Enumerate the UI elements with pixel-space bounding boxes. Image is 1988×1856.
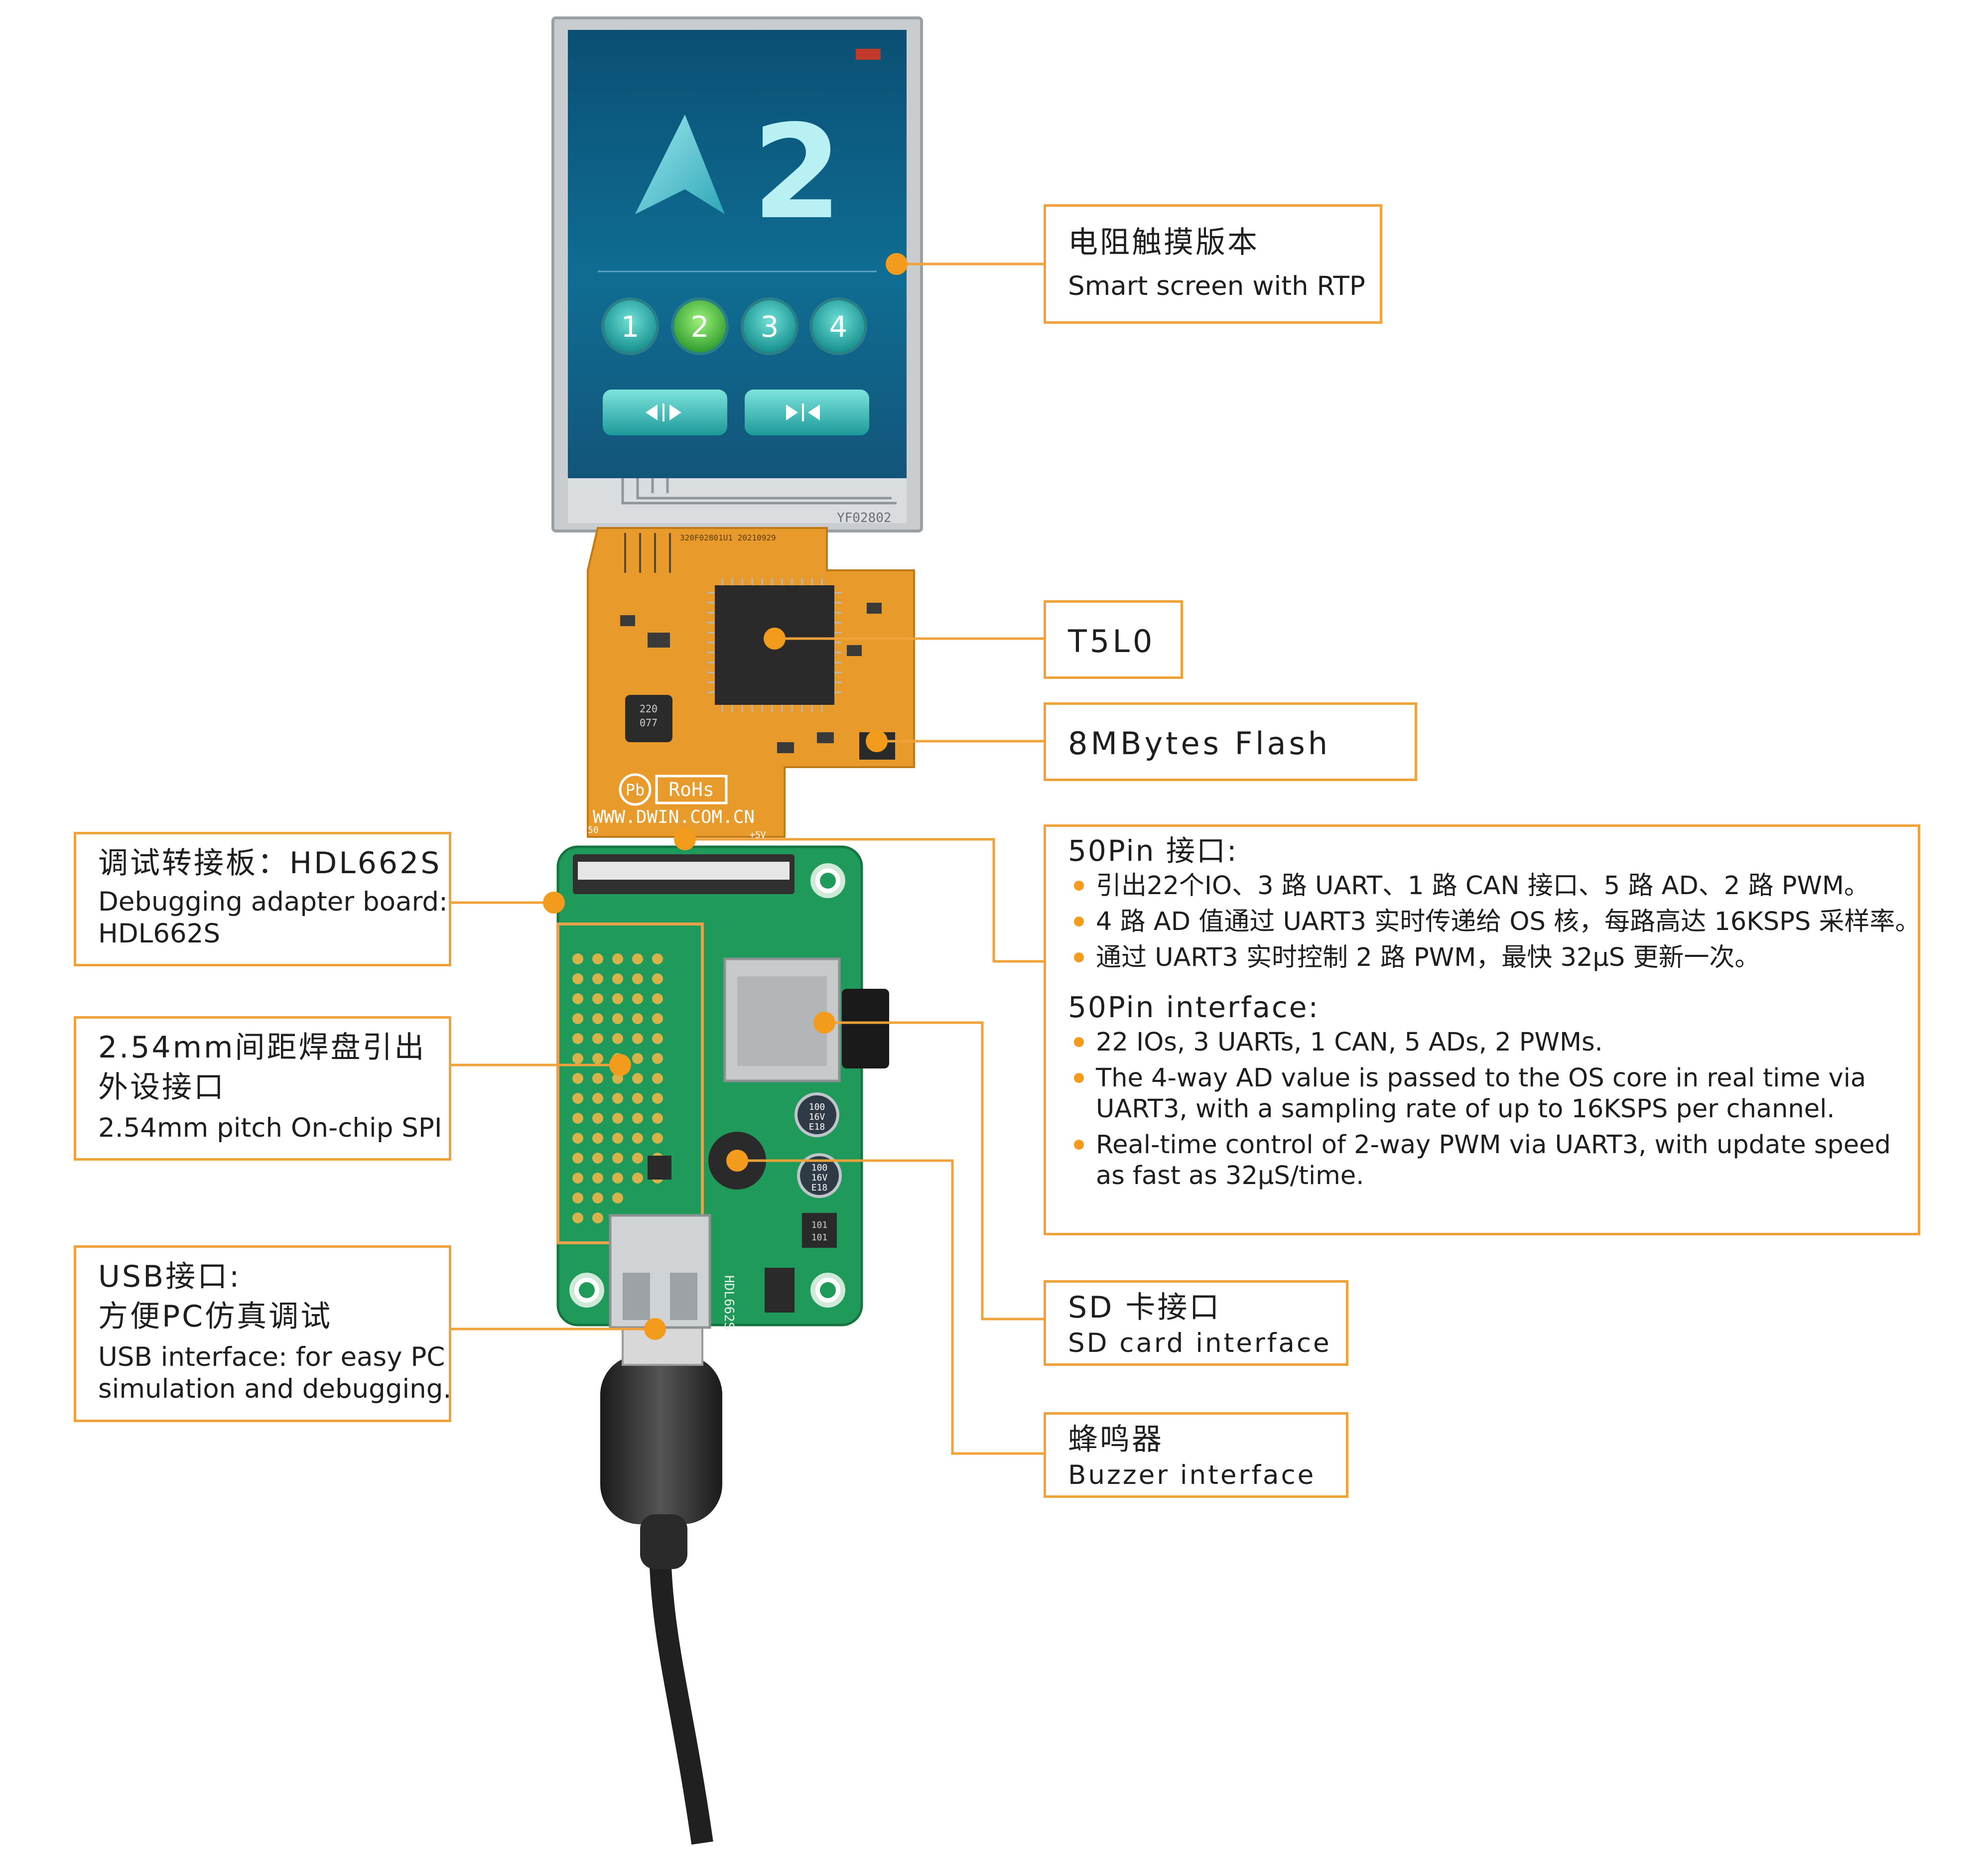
callout-50pin-en-list: 22 IOs, 3 UARTs, 1 CAN, 5 ADs, 2 PWMs. T… xyxy=(1068,1027,1896,1192)
callout-50pin-zh-title: 50Pin 接口: xyxy=(1068,834,1238,868)
callout-usb-zh-2: 方便PC仿真调试 xyxy=(98,1299,333,1334)
capacitor-1 xyxy=(795,1092,839,1137)
fpc-url-label: WWW.DWIN.COM.CN xyxy=(593,807,755,827)
pb-mark-icon xyxy=(619,773,652,806)
touch-screen: 1 2 3 4 xyxy=(551,16,923,532)
callout-50pin-en-item: 22 IOs, 3 UARTs, 1 CAN, 5 ADs, 2 PWMs. xyxy=(1068,1027,1896,1058)
screen-model-label: YF02802 xyxy=(837,511,892,526)
callout-50pin-en-item: The 4-way AD value is passed to the OS c… xyxy=(1068,1063,1896,1125)
floor-buttons: 1 2 3 4 xyxy=(601,297,867,355)
capacitor-1-label-3: E18 xyxy=(809,1122,825,1132)
callout-flash: 8MBytes Flash xyxy=(1044,702,1417,781)
capacitor-2 xyxy=(797,1153,842,1198)
inductor-label-2: 077 xyxy=(640,717,658,729)
leader-50pin xyxy=(685,838,1044,963)
rohs-mark-label: RoHs xyxy=(668,779,714,800)
callout-t5l0-label: T5L0 xyxy=(1068,623,1156,660)
callout-debug-board-zh: 调试转接板：HDL662S xyxy=(98,846,442,881)
callout-rtp-en: Smart screen with RTP xyxy=(1068,271,1365,301)
solder-pads xyxy=(572,953,663,1223)
board-inductor-label-1: 101 xyxy=(811,1220,828,1230)
leader-buzzer xyxy=(737,1159,1044,1455)
floor-button-3 xyxy=(741,297,798,355)
callout-sd: SD 卡接口 SD card interface xyxy=(1044,1280,1348,1366)
callout-50pin-en-title: 50Pin interface: xyxy=(1068,990,1320,1024)
floor-button-2 xyxy=(671,297,729,355)
callout-pitch: 2.54mm间距焊盘引出 外设接口 2.54mm pitch On-chip S… xyxy=(74,1016,451,1161)
board-inductor-label-2: 101 xyxy=(811,1232,828,1243)
adapter-board: 100 16V E18 100 16V E18 101 101 HDL662S xyxy=(556,845,889,1330)
callout-sd-en: SD card interface xyxy=(1068,1328,1331,1358)
callout-50pin-en-item: Real-time control of 2-way PWM via UART3… xyxy=(1068,1130,1896,1192)
callout-usb: USB接口: 方便PC仿真调试 USB interface: for easy … xyxy=(74,1245,451,1422)
floor-button-1 xyxy=(601,297,659,355)
dwin-logo-icon xyxy=(856,49,881,60)
leader-sd xyxy=(824,1021,1044,1321)
callout-pitch-zh-2: 外设接口 xyxy=(98,1070,226,1105)
leader-lines xyxy=(448,263,1044,1455)
floor-button-1-label: 1 xyxy=(621,310,640,344)
floor-button-4 xyxy=(809,297,867,355)
capacitor-2-label-1: 100 xyxy=(811,1163,828,1173)
callout-pitch-zh-1: 2.54mm间距焊盘引出 xyxy=(98,1030,426,1065)
fpc-5v-label: +5V xyxy=(750,830,766,840)
capacitor-2-label-3: E18 xyxy=(811,1183,828,1193)
callout-buzzer-zh: 蜂鸣器 xyxy=(1068,1422,1164,1457)
floor-number-display: 2 xyxy=(752,98,842,248)
floor-button-2-label: 2 xyxy=(691,310,709,344)
sd-card xyxy=(842,989,889,1068)
callout-rtp-zh: 电阻触摸版本 xyxy=(1068,225,1259,260)
callout-sd-zh: SD 卡接口 xyxy=(1068,1290,1221,1325)
capacitor-1-label-1: 100 xyxy=(809,1102,825,1112)
board-inductor xyxy=(802,1213,837,1248)
fpc-date-label: 320F02801U1 20210929 xyxy=(680,533,776,542)
callout-t5l0: T5L0 xyxy=(1044,600,1183,679)
callout-usb-en-2: simulation and debugging. xyxy=(98,1374,452,1404)
door-close-icon xyxy=(786,403,820,421)
fpc-pin50-label: 50 xyxy=(588,825,599,835)
callout-usb-en-1: USB interface: for easy PC xyxy=(98,1342,445,1372)
rohs-mark-icon xyxy=(655,775,728,804)
callout-50pin-zh-item: 通过 UART3 实时控制 2 路 PWM，最快 32μS 更新一次。 xyxy=(1068,942,1896,973)
leader-dots xyxy=(543,253,908,1340)
capacitor-2-label-2: 16V xyxy=(811,1173,828,1183)
callout-debug-board-en-1: Debugging adapter board: xyxy=(98,887,448,917)
floor-button-4-label: 4 xyxy=(829,310,848,344)
pb-mark-label: Pb xyxy=(626,781,645,799)
inductor-label-1: 220 xyxy=(640,703,658,715)
callout-50pin: 50Pin 接口: 引出22个IO、3 路 UART、1 路 CAN 接口、5 … xyxy=(1044,824,1920,1235)
door-open-icon xyxy=(646,403,681,421)
fpc-board: 320F02801U1 20210929 220 077 xyxy=(587,527,915,840)
board-silk-name: HDL662S xyxy=(721,1275,736,1330)
up-arrow-icon xyxy=(635,115,725,214)
capacitor-1-label-2: 16V xyxy=(809,1112,825,1122)
door-close-button xyxy=(745,390,869,435)
callout-buzzer: 蜂鸣器 Buzzer interface xyxy=(1044,1412,1348,1498)
callout-debug-board-en-2: HDL662S xyxy=(98,919,220,949)
callout-usb-zh-1: USB接口: xyxy=(98,1259,242,1294)
callout-50pin-zh-item: 引出22个IO、3 路 UART、1 路 CAN 接口、5 路 AD、2 路 P… xyxy=(1068,871,1896,902)
callout-debug-board: 调试转接板：HDL662S Debugging adapter board: H… xyxy=(74,832,451,966)
callout-flash-label: 8MBytes Flash xyxy=(1068,725,1331,762)
usb-cable xyxy=(600,1319,722,1845)
callout-buzzer-en: Buzzer interface xyxy=(1068,1460,1316,1490)
floor-button-3-label: 3 xyxy=(761,310,779,344)
inductor xyxy=(625,695,672,742)
callout-50pin-zh-list: 引出22个IO、3 路 UART、1 路 CAN 接口、5 路 AD、2 路 P… xyxy=(1068,871,1920,973)
callout-50pin-zh-item: 4 路 AD 值通过 UART3 实时传递给 OS 核，每路高达 16KSPS … xyxy=(1068,907,1920,937)
door-open-button xyxy=(603,390,727,435)
callout-pitch-en: 2.54mm pitch On-chip SPI xyxy=(98,1113,442,1143)
callout-rtp: 电阻触摸版本 Smart screen with RTP xyxy=(1044,204,1382,324)
